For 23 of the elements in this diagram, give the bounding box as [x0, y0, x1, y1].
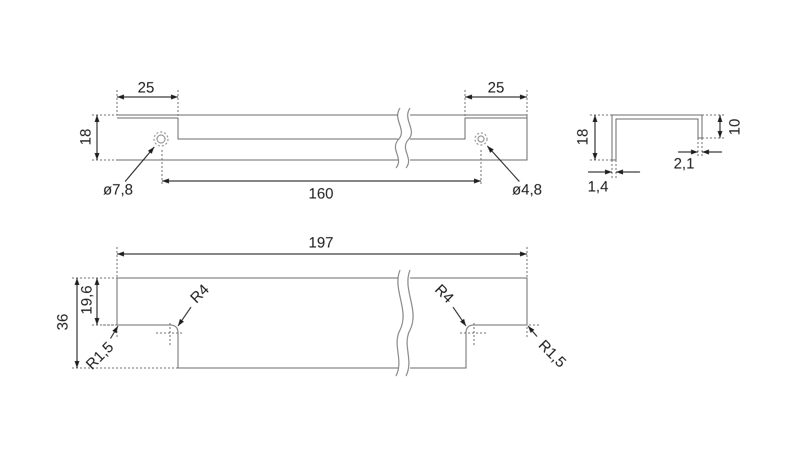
dimension-text: R4	[188, 282, 212, 306]
dimension-text: 25	[488, 80, 504, 96]
mounting-hole	[474, 132, 488, 146]
dimension-text: 1,4	[588, 180, 608, 194]
dimension-text: 25	[138, 80, 154, 96]
dimension-text: 36	[56, 314, 70, 330]
dimension-text: 2,1	[674, 156, 694, 172]
dimension-text: R4	[432, 282, 456, 306]
leader-line	[486, 146, 520, 182]
dimension-text: 19,6	[80, 285, 94, 315]
dimension-text: 18	[576, 128, 590, 146]
leader-line	[178, 306, 192, 326]
dimension-text: 160	[308, 186, 334, 202]
dimension-text: ø7,8	[103, 182, 133, 198]
dimension-text: 197	[308, 236, 334, 250]
leader-line	[110, 326, 118, 339]
dimension-text: 18	[78, 128, 94, 146]
leader-line	[452, 306, 466, 326]
dimension-text: 10	[728, 118, 742, 136]
leader-line	[124, 146, 155, 182]
mounting-hole	[154, 132, 168, 146]
dimension-text: ø4,8	[512, 182, 542, 198]
leader-line	[528, 326, 538, 337]
